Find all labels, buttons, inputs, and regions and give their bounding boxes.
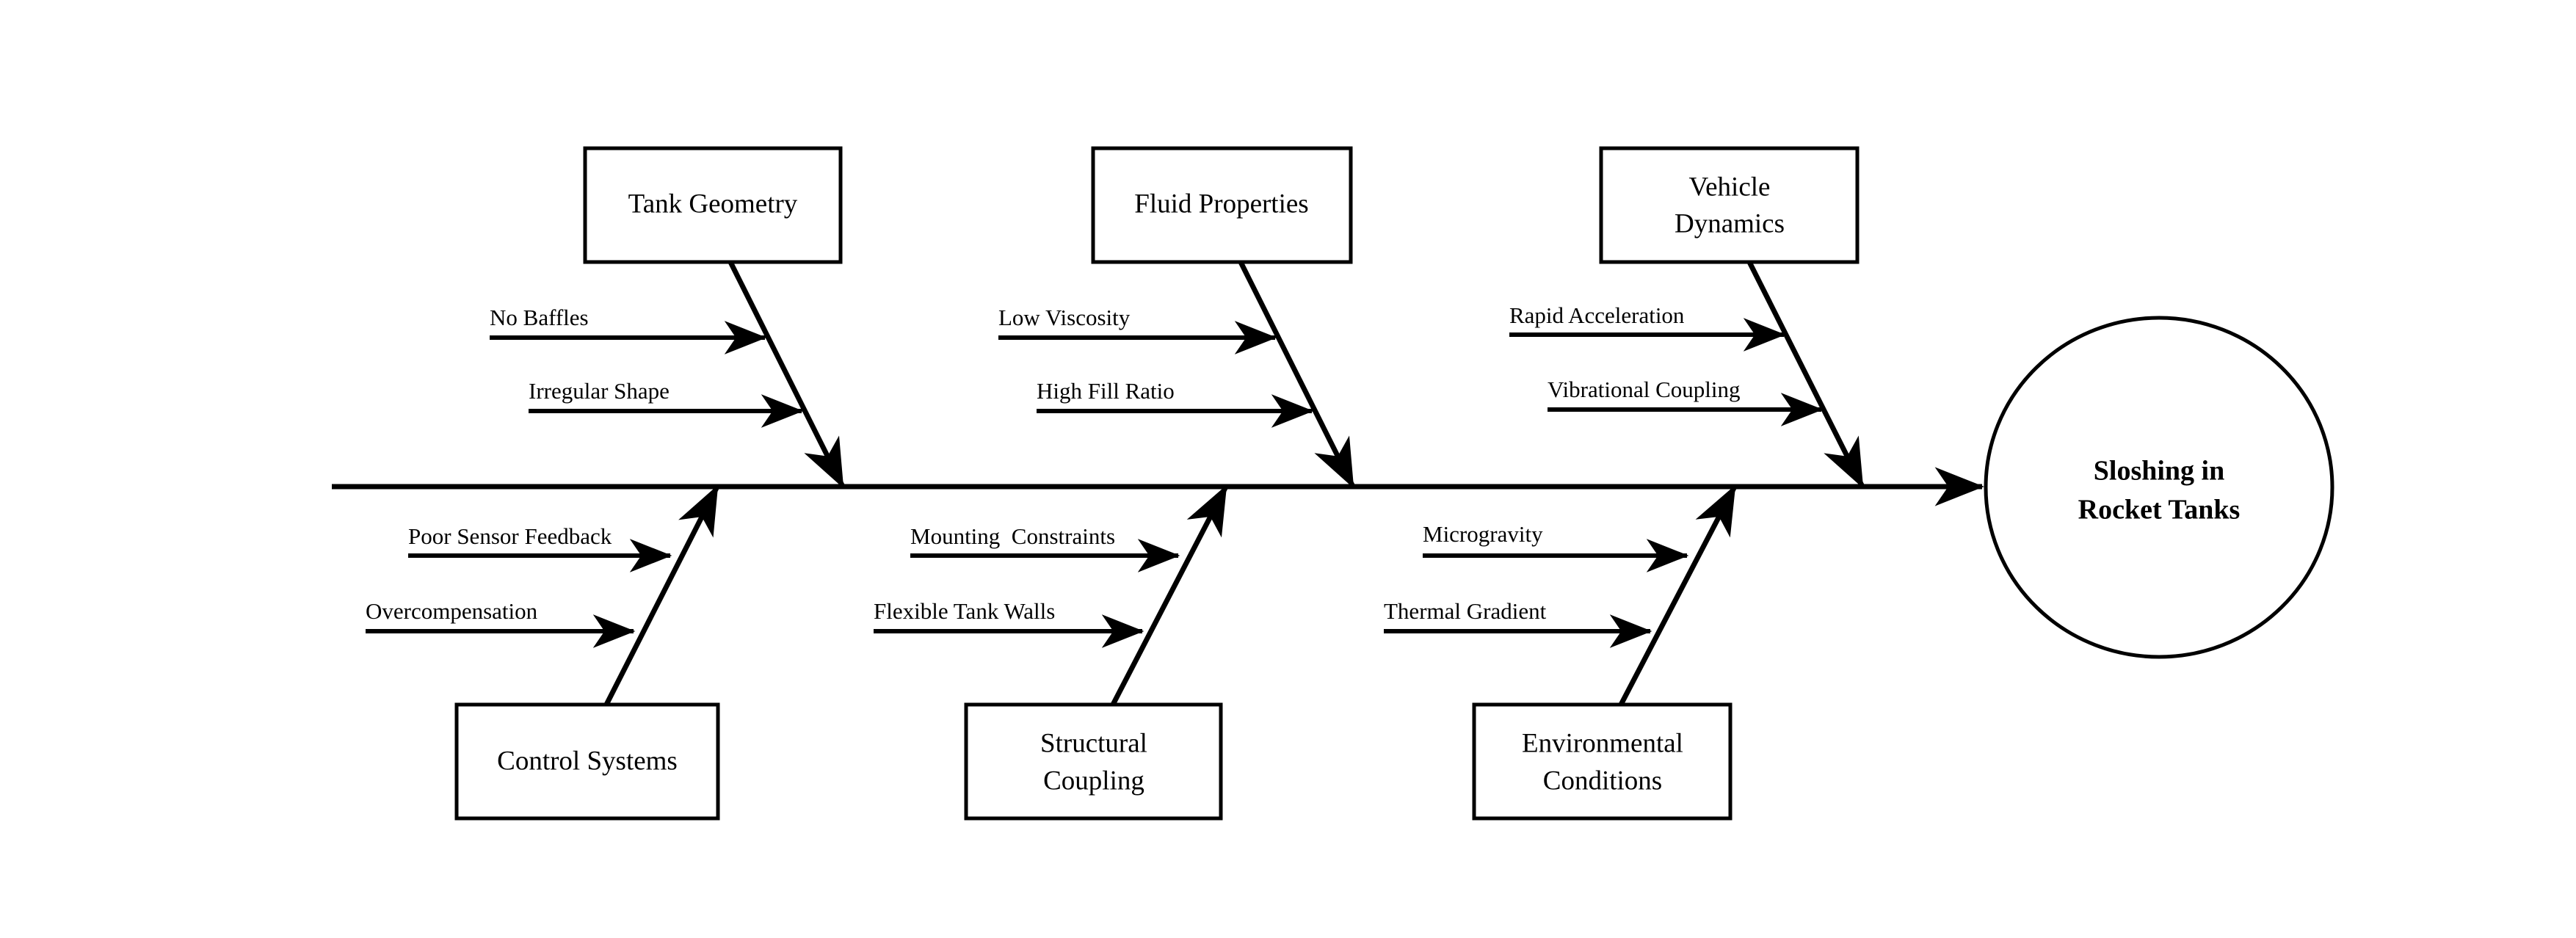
cause-vehicle-dynamics-0[interactable]: Rapid Acceleration — [1509, 302, 1786, 352]
cause-label-tank-geometry-0: No Baffles — [490, 305, 589, 330]
category-label-control-systems: Control Systems — [497, 746, 678, 776]
cause-structural-coupling-1[interactable]: Flexible Tank Walls — [874, 598, 1144, 648]
category-tank-geometry[interactable]: Tank Geometry No Baffles Irregular Shape — [490, 146, 846, 489]
rib-vehicle-dynamics — [1746, 261, 1865, 489]
cause-environmental-conditions-1[interactable]: Thermal Gradient — [1384, 598, 1652, 648]
cause-control-systems-0[interactable]: Poor Sensor Feedback — [408, 523, 672, 572]
cause-tank-geometry-1[interactable]: Irregular Shape — [529, 378, 804, 428]
cause-label-vehicle-dynamics-0: Rapid Acceleration — [1509, 302, 1685, 328]
category-box-structural-coupling[interactable] — [964, 702, 1223, 821]
rib-fluid-properties — [1238, 261, 1356, 489]
cause-environmental-conditions-0[interactable]: Microgravity — [1423, 521, 1689, 572]
cause-structural-coupling-0[interactable]: Mounting Constraints — [910, 523, 1180, 572]
cause-label-environmental-conditions-1: Thermal Gradient — [1384, 598, 1547, 624]
category-box-tank-geometry[interactable] — [583, 146, 843, 264]
category-control-systems[interactable]: Control Systems Poor Sensor Feedback Ove… — [366, 484, 720, 821]
effect-label-line2: Rocket Tanks — [2078, 495, 2241, 526]
cause-label-structural-coupling-1: Flexible Tank Walls — [874, 598, 1055, 624]
category-box-vehicle-dynamics[interactable] — [1599, 146, 1860, 264]
category-fluid-properties[interactable]: Fluid Properties Low Viscosity High Fill… — [998, 146, 1356, 489]
rib-structural-coupling — [1110, 484, 1229, 706]
rib-control-systems — [603, 484, 720, 706]
effect-node[interactable]: Sloshing in Rocket Tanks — [1984, 316, 2334, 659]
cause-tank-geometry-0[interactable]: No Baffles — [490, 305, 767, 355]
rib-environmental-conditions — [1618, 484, 1738, 706]
category-box-environmental-conditions[interactable] — [1472, 702, 1733, 821]
effect-label-line1: Sloshing in — [2094, 456, 2225, 487]
category-box-fluid-properties[interactable] — [1091, 146, 1353, 264]
category-label-vehicle-dynamics-line2: Dynamics — [1675, 208, 1785, 239]
category-label-structural-coupling-line2: Coupling — [1043, 766, 1144, 796]
cause-label-tank-geometry-1: Irregular Shape — [529, 378, 670, 404]
cause-label-structural-coupling-0: Mounting Constraints — [910, 523, 1115, 549]
category-label-environmental-conditions-line2: Conditions — [1543, 766, 1662, 796]
category-box-control-systems[interactable] — [454, 702, 720, 821]
cause-control-systems-1[interactable]: Overcompensation — [366, 598, 636, 648]
rib-tank-geometry — [728, 261, 846, 489]
cause-vehicle-dynamics-1[interactable]: Vibrational Coupling — [1548, 377, 1824, 426]
category-vehicle-dynamics[interactable]: Vehicle Dynamics Rapid Acceleration Vibr… — [1509, 146, 1865, 489]
category-label-tank-geometry: Tank Geometry — [628, 189, 798, 219]
cause-fluid-properties-1[interactable]: High Fill Ratio — [1037, 378, 1314, 428]
category-label-fluid-properties: Fluid Properties — [1134, 189, 1308, 219]
category-label-vehicle-dynamics-line1: Vehicle — [1689, 172, 1771, 202]
cause-label-control-systems-0: Poor Sensor Feedback — [408, 523, 612, 549]
category-label-environmental-conditions-line1: Environmental — [1522, 728, 1683, 758]
category-structural-coupling[interactable]: Structural Coupling Mounting Constraints… — [874, 484, 1229, 821]
category-label-structural-coupling-line1: Structural — [1040, 728, 1147, 758]
cause-label-fluid-properties-1: High Fill Ratio — [1037, 378, 1175, 404]
cause-label-fluid-properties-0: Low Viscosity — [998, 305, 1131, 330]
category-environmental-conditions[interactable]: Environmental Conditions Microgravity Th… — [1384, 484, 1738, 821]
cause-label-environmental-conditions-0: Microgravity — [1423, 521, 1543, 547]
cause-label-control-systems-1: Overcompensation — [366, 598, 538, 624]
cause-fluid-properties-0[interactable]: Low Viscosity — [998, 305, 1277, 355]
cause-label-vehicle-dynamics-1: Vibrational Coupling — [1548, 377, 1740, 402]
effect-ellipse[interactable] — [1984, 316, 2334, 659]
